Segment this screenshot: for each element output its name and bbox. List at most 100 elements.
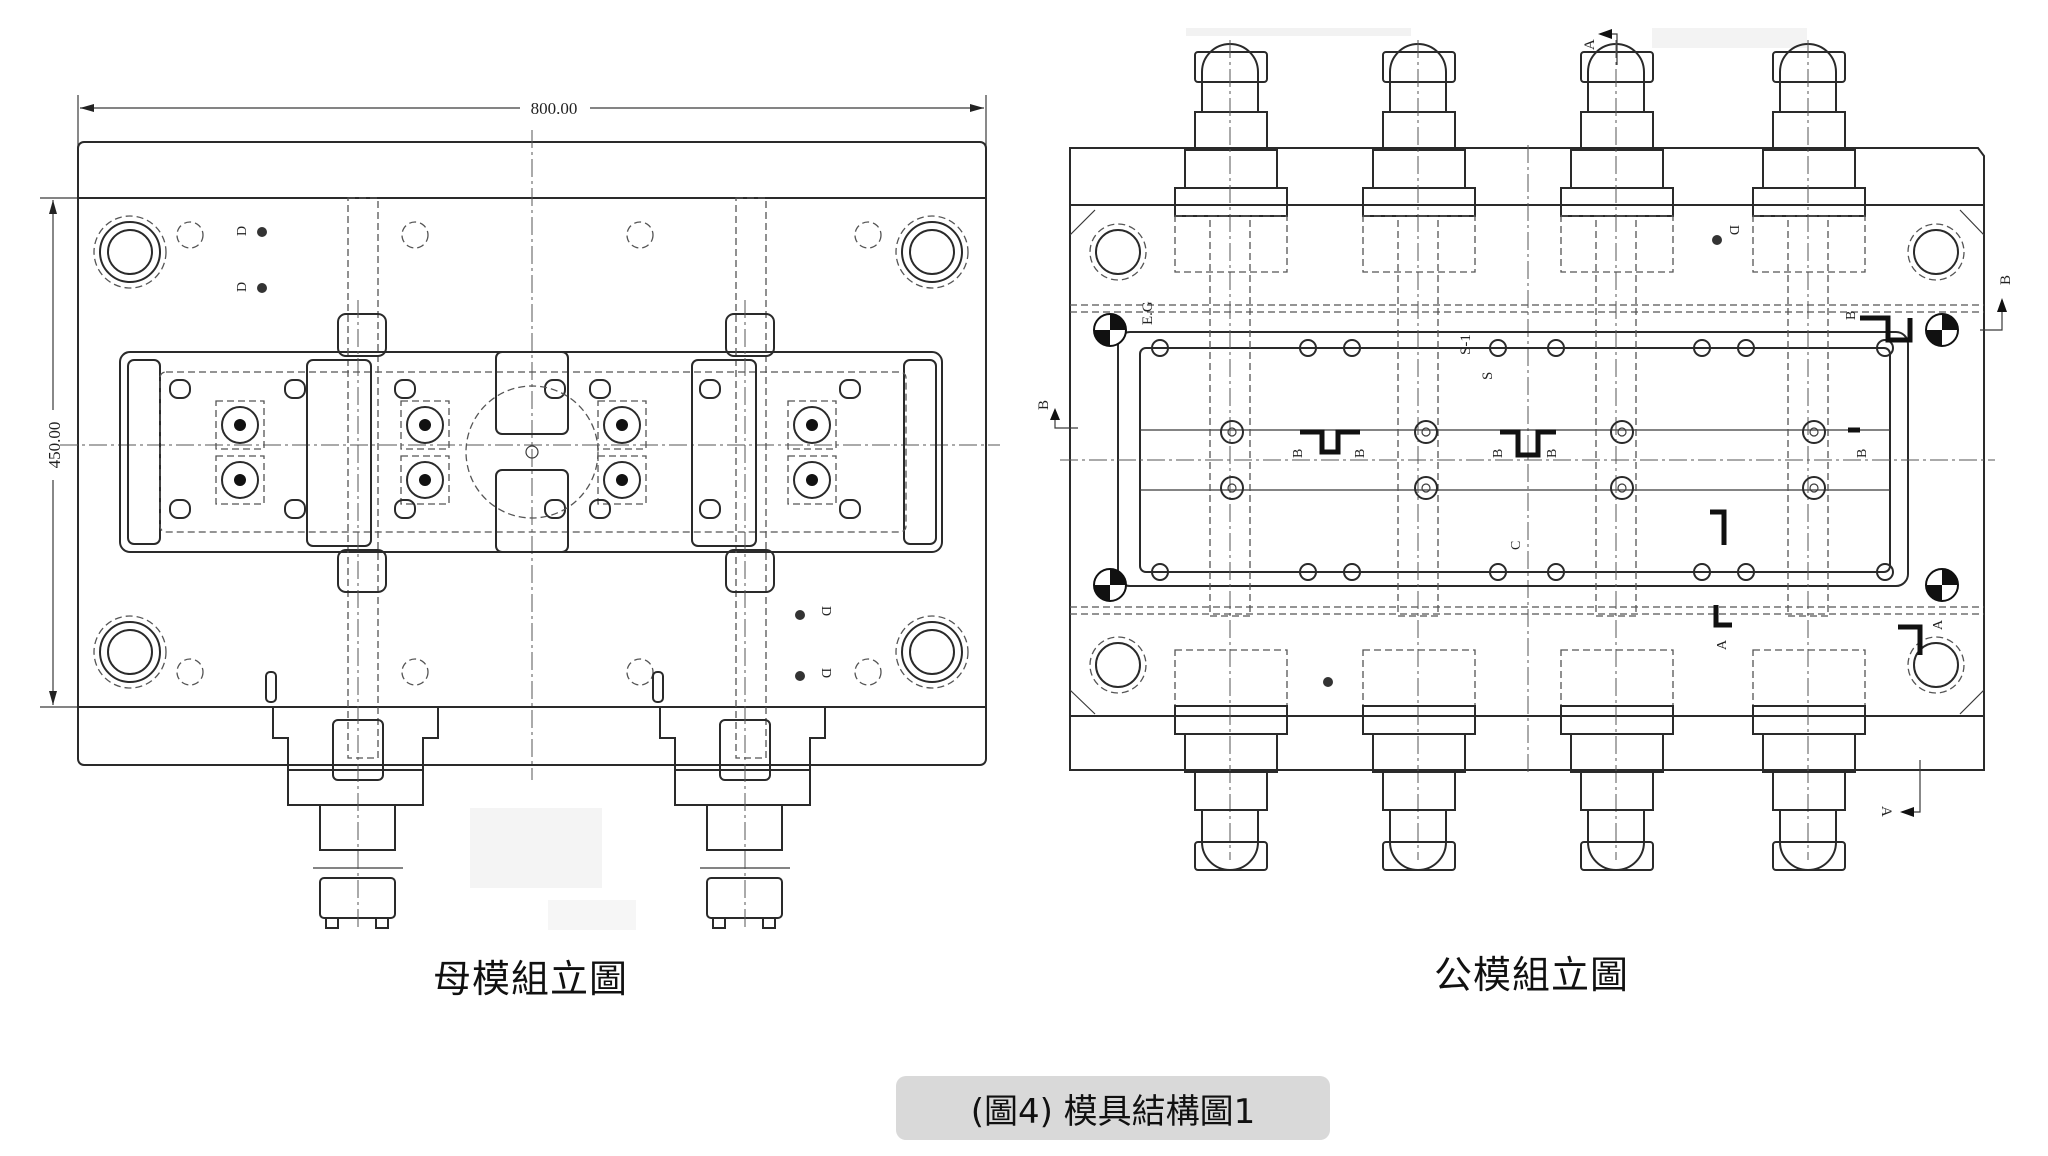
section-arrow-a-top: A [1582, 29, 1618, 65]
slide-pocket [1174, 215, 1288, 273]
annotation-b1: B [1291, 449, 1306, 458]
cavity-insert-frame [400, 400, 450, 450]
slide-block [1570, 733, 1664, 773]
datum-quadrant [1942, 314, 1958, 330]
ejector-pin [1299, 339, 1317, 357]
locating-block [284, 379, 306, 399]
slide-cylinder-cap [1382, 841, 1456, 871]
core-pin [1414, 476, 1438, 500]
ejector-pin [1547, 339, 1565, 357]
ejector-pin [1299, 563, 1317, 581]
annotation-b6: B [1844, 311, 1859, 320]
core-pin [1802, 476, 1826, 500]
hydraulic-cylinders [263, 300, 826, 930]
annotation-a1: A [1715, 639, 1730, 650]
locating-block [589, 499, 611, 519]
slide-pocket [1362, 649, 1476, 707]
slide-cylinder-cap [1382, 51, 1456, 83]
ejector-pin [1737, 563, 1755, 581]
datum-quadrant [1942, 569, 1958, 585]
locating-block [544, 499, 566, 519]
slide-block [1372, 149, 1466, 189]
slide-cylinder-cap [1772, 51, 1846, 83]
slide-block [1372, 733, 1466, 773]
slide-base [1752, 705, 1866, 735]
height-dimension: 450.00 [40, 197, 80, 708]
core-pin [1802, 420, 1826, 444]
core-pin-center [1809, 427, 1819, 437]
svg-text:A: A [1582, 39, 1598, 50]
ejector-pin [1151, 339, 1169, 357]
core-pin-center [1809, 483, 1819, 493]
ejector-pin [1489, 339, 1507, 357]
cavity-gate [419, 474, 431, 486]
guide-pillars [93, 215, 969, 689]
cylinder-flange [674, 769, 811, 806]
cylinder-foot [325, 917, 339, 929]
slide-cylinder-cap [1580, 841, 1654, 871]
section-arrow-b-right: B [1980, 275, 2014, 331]
datum-quadrant [1926, 330, 1942, 346]
section-cut-lines [1300, 315, 1923, 655]
ejector-pin [1737, 339, 1755, 357]
width-dimension-label: 800.00 [531, 99, 578, 118]
dowel-pin [265, 671, 277, 703]
locating-block [839, 499, 861, 519]
annotation-c: C [1509, 541, 1524, 550]
slide-pocket [1752, 649, 1866, 707]
core-pin-center [1617, 427, 1627, 437]
slide-base [1560, 705, 1674, 735]
core-guide-pillars [1089, 223, 1965, 694]
slide-coupling [1772, 111, 1846, 151]
slide-cylinder-cap [1772, 841, 1846, 871]
ejector-pin [1343, 339, 1361, 357]
slide-pocket [1752, 215, 1866, 273]
datum-quadrant [1094, 330, 1110, 346]
core-annotations: E.G S-1 S D B B B B B B C A A [1140, 225, 1946, 687]
cavity-insert [793, 461, 831, 499]
cavity-assembly-title: 母模組立圖 [433, 957, 629, 1001]
cavity-gate [419, 419, 431, 431]
core-pin [1610, 420, 1634, 444]
figure-caption-text: (圖4) 模具結構圖1 [970, 1091, 1256, 1132]
locating-block [284, 499, 306, 519]
cavity-insert [603, 461, 641, 499]
cavity-gate [806, 419, 818, 431]
core-pin-center [1227, 483, 1237, 493]
core-pin-center [1227, 427, 1237, 437]
core-pin [1414, 420, 1438, 444]
dowel-pin [652, 671, 664, 703]
d-marker-label: D [235, 226, 250, 236]
slide-block [1184, 733, 1278, 773]
locating-block [699, 379, 721, 399]
slide-pocket [1560, 215, 1674, 273]
cavity-insert [221, 461, 259, 499]
slide-pocket [1560, 649, 1674, 707]
slide-pocket [1362, 215, 1476, 273]
slide-base [1560, 187, 1674, 217]
slide-coupling [1772, 771, 1846, 811]
slide-coupling [1580, 111, 1654, 151]
cavity-insert-frame [215, 400, 265, 450]
locating-block [394, 499, 416, 519]
locating-block [839, 379, 861, 399]
annotation-b2: B [1353, 449, 1368, 458]
width-dimension: 800.00 [77, 95, 987, 150]
cavity-insert [406, 461, 444, 499]
slide-block [1184, 149, 1278, 189]
slide-block [1762, 733, 1856, 773]
cavity-insert-frame [597, 455, 647, 505]
slide-base [1752, 187, 1866, 217]
cavity-insert [221, 406, 259, 444]
slide-units [1174, 40, 1866, 871]
cavity-inserts [169, 379, 861, 519]
d-marker-label: D [818, 668, 833, 678]
annotation-d: D [1726, 225, 1741, 235]
slide-coupling [1580, 771, 1654, 811]
annotation-b5: B [1855, 449, 1870, 458]
annotation-a2: A [1931, 619, 1946, 630]
cylinder-foot [375, 917, 389, 929]
core-pin [1610, 476, 1634, 500]
ejector-pin [1151, 563, 1169, 581]
height-dimension-label: 450.00 [45, 422, 64, 469]
